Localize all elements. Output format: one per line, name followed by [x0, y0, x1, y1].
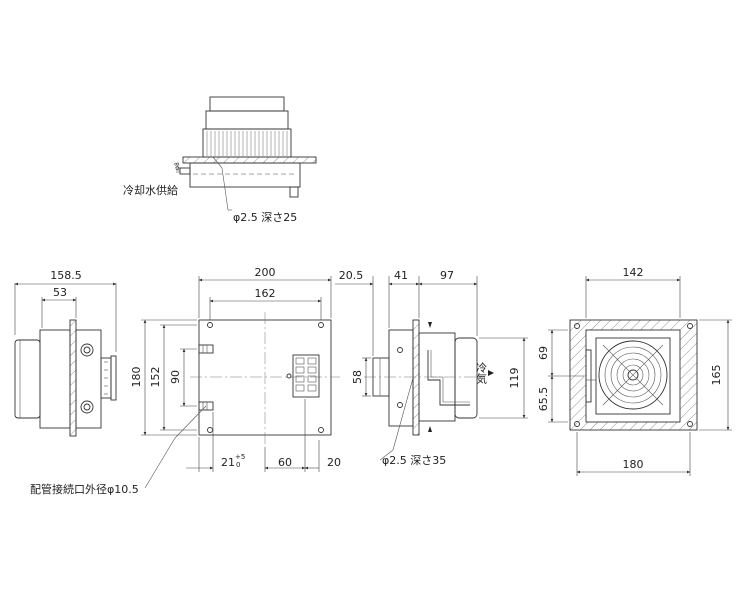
- dim-97: 97: [440, 269, 454, 282]
- heat-sink-fins: [206, 131, 288, 156]
- dim-69: 69: [537, 346, 550, 360]
- drain-fitting: [289, 186, 299, 198]
- rear-opening: [585, 329, 681, 423]
- dim-165: 165: [710, 365, 723, 386]
- fan-body: [205, 110, 289, 130]
- side-view: [335, 276, 528, 461]
- water-block-side: [75, 329, 102, 429]
- cooling-block: [189, 162, 301, 188]
- fan-edge: [454, 337, 478, 419]
- left-view: [14, 282, 117, 437]
- dim-119: 119: [508, 368, 521, 389]
- dim-152: 152: [149, 367, 162, 388]
- mounting-plate-left: [69, 319, 77, 437]
- cooler-body-edge: [388, 329, 414, 427]
- rear-view: [548, 276, 732, 476]
- tolerance-upper: +5: [235, 453, 245, 461]
- hole-spec-side: φ2.5 深さ35: [382, 454, 446, 467]
- dim-180-front: 180: [130, 367, 143, 388]
- dim-60: 60: [278, 456, 292, 469]
- dim-158-5: 158.5: [50, 269, 82, 282]
- dim-65-5: 65.5: [537, 387, 550, 412]
- dim-200: 200: [255, 266, 276, 279]
- dim-142: 142: [623, 266, 644, 279]
- dim-162: 162: [255, 287, 276, 300]
- coolant-port: [179, 167, 191, 175]
- dim-21: 21: [221, 456, 235, 469]
- cold-air-label: 冷気: [475, 362, 488, 385]
- dim-20-5: 20.5: [339, 269, 364, 282]
- dim-180-rear: 180: [623, 458, 644, 471]
- dim-53: 53: [53, 286, 67, 299]
- internal-wiring: [427, 350, 470, 406]
- fan-frame: [595, 337, 671, 415]
- pipe-fitting-upper: [80, 343, 94, 357]
- mounting-plate-section: [182, 156, 317, 164]
- coolant-supply-label: 冷却水供給: [123, 183, 178, 197]
- tolerance-mark-top: φ8: [174, 162, 181, 170]
- mounting-plate-side: [412, 319, 420, 436]
- pipe-od-label: 配管接続口外径φ10.5: [30, 482, 139, 496]
- dim-41: 41: [394, 269, 408, 282]
- fan-guard: [598, 340, 668, 410]
- top-view: [176, 96, 317, 211]
- fan-housing-top: [209, 96, 285, 112]
- dim-20: 20: [327, 456, 341, 469]
- pipe-port-lower: [198, 401, 214, 411]
- dim-90: 90: [169, 370, 182, 384]
- pipe-port-upper: [198, 344, 214, 354]
- cooler-body-side: [39, 329, 71, 429]
- dim-58: 58: [351, 370, 364, 384]
- fan-side: [14, 339, 41, 419]
- terminal-block-front: [292, 354, 320, 398]
- pipe-fitting-lower: [80, 400, 94, 414]
- front-view: [141, 276, 340, 489]
- hole-spec-top: φ2.5 深さ25: [233, 211, 297, 224]
- tolerance-lower: 0: [236, 461, 240, 469]
